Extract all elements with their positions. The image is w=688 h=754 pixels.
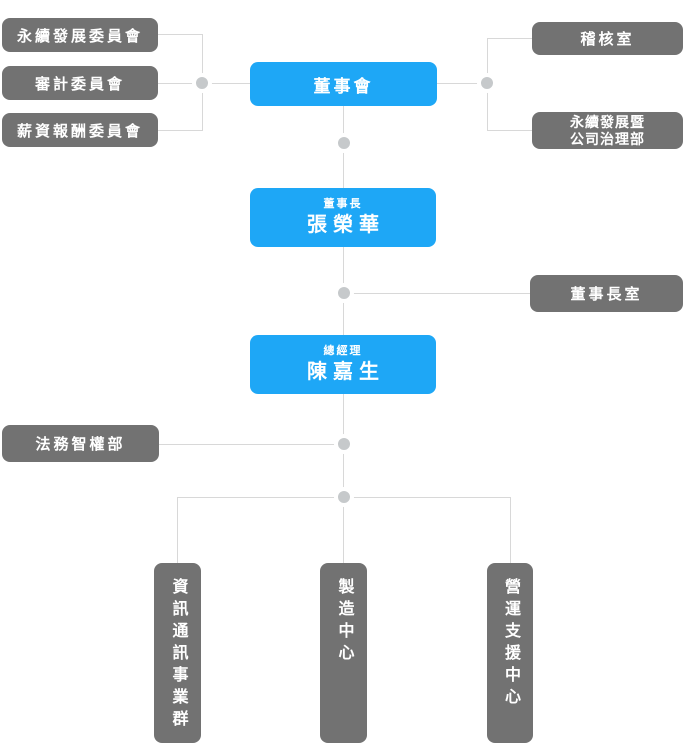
connector-line: [177, 497, 178, 563]
node-manufacturing-center: 製造中心: [320, 563, 367, 743]
node-board-of-directors: 董事會: [250, 62, 437, 106]
president-title: 總經理: [323, 345, 363, 357]
node-label-line: 公司治理部: [570, 130, 645, 147]
junction-dot: [477, 73, 497, 93]
node-operations-support-center: 營運支援中心: [487, 563, 533, 743]
node-sustainability-committee: 永續發展委員會: [2, 18, 158, 52]
junction-dot: [192, 73, 212, 93]
connector-line: [510, 497, 511, 563]
node-label-line: 永續發展暨: [570, 113, 645, 130]
connector-line: [158, 130, 202, 131]
node-audit-committee: 審計委員會: [2, 66, 158, 100]
connector-line: [343, 293, 530, 294]
junction-dot: [334, 434, 354, 454]
connector-line: [158, 34, 202, 35]
connector-line: [487, 38, 532, 39]
junction-dot: [334, 133, 354, 153]
junction-dot: [334, 283, 354, 303]
chairman-title: 董事長: [323, 198, 363, 210]
connector-line: [487, 130, 532, 131]
node-label-vertical: 資訊通訊事業群: [169, 578, 187, 732]
connector-line: [343, 394, 344, 563]
connector-line: [159, 444, 344, 445]
node-esg-governance-dept: 永續發展暨 公司治理部: [532, 112, 683, 149]
chairman-name: 張榮華: [307, 214, 385, 236]
connector-line: [437, 83, 487, 84]
junction-dot: [334, 487, 354, 507]
node-ict-business-group: 資訊通訊事業群: [154, 563, 201, 743]
node-label-vertical: 製造中心: [335, 578, 353, 666]
node-chairman-office: 董事長室: [530, 275, 683, 312]
node-compensation-committee: 薪資報酬委員會: [2, 113, 158, 147]
node-label-vertical: 營運支援中心: [502, 578, 519, 710]
president-name: 陳嘉生: [307, 361, 385, 383]
node-audit-office: 稽核室: [532, 22, 683, 55]
node-legal-ip-dept: 法務智權部: [2, 425, 159, 462]
node-chairman: 董事長 張榮華: [250, 188, 436, 247]
node-president: 總經理 陳嘉生: [250, 335, 436, 394]
